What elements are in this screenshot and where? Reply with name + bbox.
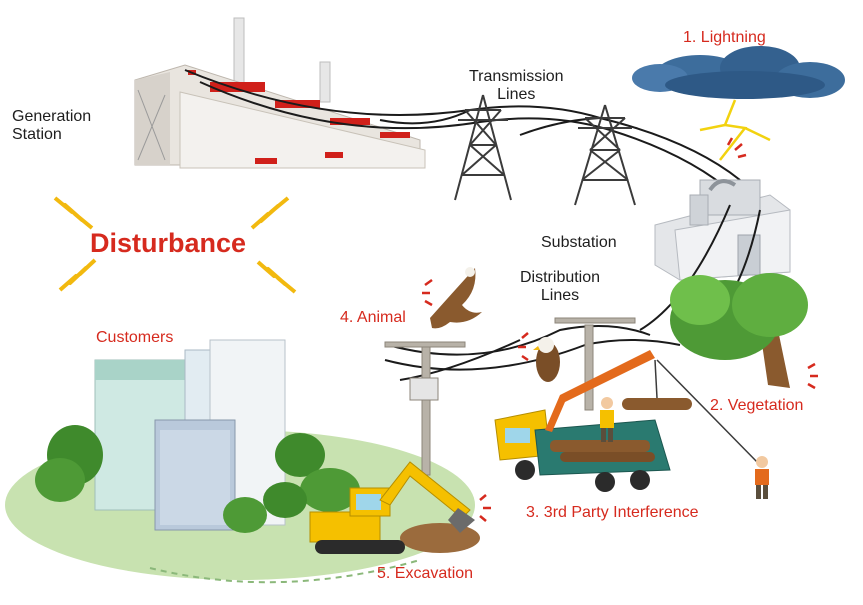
diagram-title: Disturbance bbox=[90, 228, 247, 258]
cause-excavation-label: 5. Excavation bbox=[377, 565, 474, 582]
excavation-spark-icon bbox=[479, 494, 491, 522]
vegetation-spark-icon bbox=[807, 362, 818, 390]
excavator-icon bbox=[309, 461, 480, 554]
cause-third-party-label: 3. 3rd Party Interference bbox=[526, 504, 699, 521]
customer-trees-icon bbox=[35, 425, 360, 533]
perched-spark-icon bbox=[518, 332, 529, 362]
underground-cable bbox=[149, 559, 421, 584]
power-plant-icon bbox=[134, 17, 426, 169]
substation-label: Substation bbox=[541, 234, 617, 251]
perched-eagle-icon bbox=[533, 337, 560, 382]
lightning-bolt-icon bbox=[699, 99, 771, 161]
cause-lightning-label: 1. Lightning bbox=[683, 29, 766, 46]
customers-label: Customers bbox=[96, 329, 174, 346]
strike-spark-icon bbox=[726, 137, 747, 159]
transmission-lines-label: Transmission Lines bbox=[469, 68, 564, 104]
cause-vegetation-label: 2. Vegetation bbox=[710, 397, 804, 414]
generation-station-label: Generation Station bbox=[12, 108, 92, 144]
worker-icon bbox=[600, 397, 769, 499]
truck-crane-icon bbox=[494, 350, 761, 492]
tree-icon bbox=[670, 273, 808, 388]
eagle-icon bbox=[430, 267, 482, 329]
animal-spark-icon bbox=[422, 278, 433, 307]
spark-icon bbox=[53, 196, 297, 294]
cause-animal-label: 4. Animal bbox=[340, 309, 406, 326]
substation-building-icon bbox=[654, 179, 791, 281]
transmission-tower-icon bbox=[454, 94, 636, 206]
cloud-icon bbox=[632, 46, 845, 99]
distribution-lines-label: Distribution Lines bbox=[520, 269, 601, 305]
